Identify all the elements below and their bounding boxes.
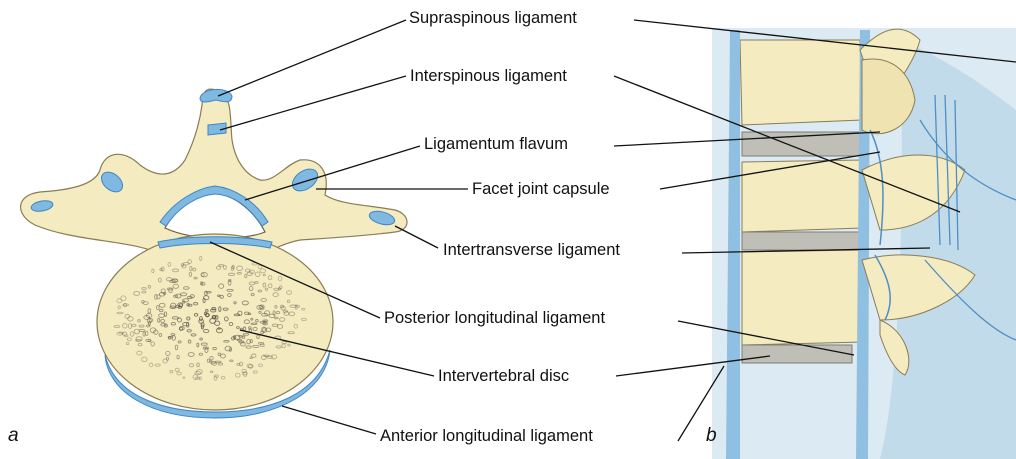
label-posterior-longitudinal-ligament: Posterior longitudinal ligament bbox=[384, 310, 605, 327]
leader-intertransverse-a bbox=[395, 226, 438, 248]
disc-3 bbox=[742, 345, 852, 363]
vertebral-body-upper bbox=[740, 40, 862, 125]
leader-anterior-longitudinal-a bbox=[282, 406, 376, 434]
label-anterior-longitudinal-ligament: Anterior longitudinal ligament bbox=[380, 428, 593, 445]
panel-letter-a: a bbox=[8, 425, 19, 447]
leader-flavum-a bbox=[245, 146, 420, 200]
label-supraspinous-ligament: Supraspinous ligament bbox=[409, 10, 577, 27]
disc-2 bbox=[742, 232, 862, 250]
label-facet-joint-capsule: Facet joint capsule bbox=[472, 181, 610, 198]
panel-b-spine-lateral-view bbox=[712, 28, 1016, 459]
label-ligamentum-flavum: Ligamentum flavum bbox=[424, 136, 568, 153]
panel-a-vertebra-top-view bbox=[21, 89, 407, 418]
vertebral-body-middle bbox=[742, 160, 862, 232]
label-intervertebral-disc: Intervertebral disc bbox=[438, 368, 569, 385]
panel-letter-b: b bbox=[706, 425, 717, 447]
vertebral-body-lower bbox=[742, 250, 862, 345]
label-intertransverse-ligament: Intertransverse ligament bbox=[443, 242, 620, 259]
label-interspinous-ligament: Interspinous ligament bbox=[410, 68, 567, 85]
